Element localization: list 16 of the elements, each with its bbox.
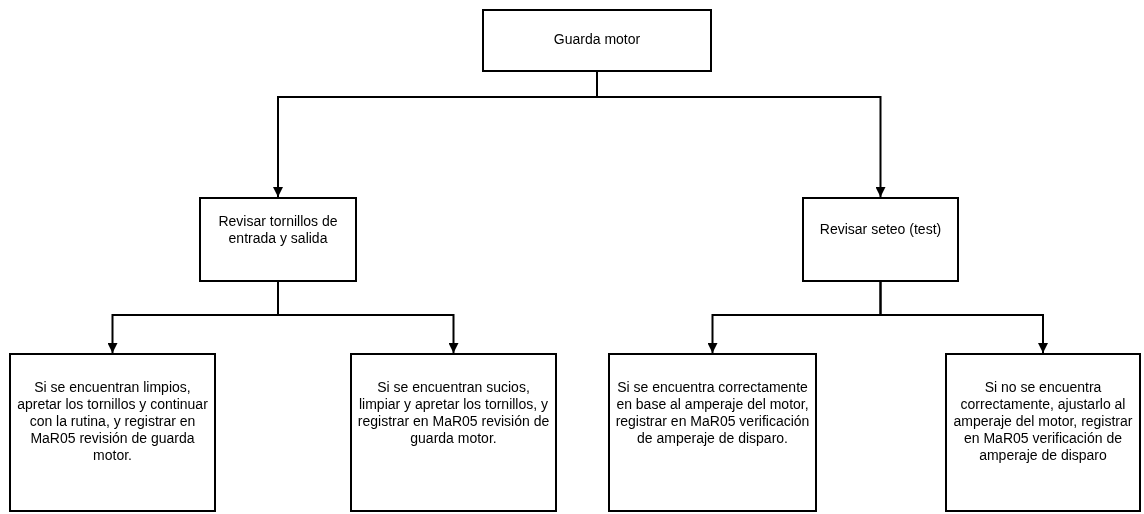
process-box (9, 353, 216, 512)
process-box (802, 197, 959, 282)
box-text: Si se encuentra correctamente en base al amperaje del motor, registrar en MaR05 verificación de amperaje de disparo. (614, 379, 811, 447)
box-text: Si se encuentran limpios, apretar los tornillos y continuar con la rutina, y registrar en MaR05 revisión de guarda motor. (16, 379, 209, 464)
box-text: Revisar tornillos de entrada y salida (217, 213, 339, 247)
box-text: Guarda motor (552, 31, 642, 48)
box-text: Revisar seteo (test) (818, 221, 943, 238)
arrow (277, 281, 459, 354)
process-box (350, 353, 557, 512)
process-box (482, 9, 712, 72)
box-text: Si no se encuentra correctamente, ajustarlo al amperaje del motor, registrar en MaR05 verificación de amperaje de disparo (952, 379, 1134, 464)
process-box (945, 353, 1141, 512)
box-text: Si se encuentran sucios, limpiar y apretar los tornillos, y registrar en MaR05 revisión de guarda motor. (356, 379, 551, 447)
process-box (199, 197, 357, 282)
process-box (608, 353, 817, 512)
arrow (879, 281, 1048, 354)
